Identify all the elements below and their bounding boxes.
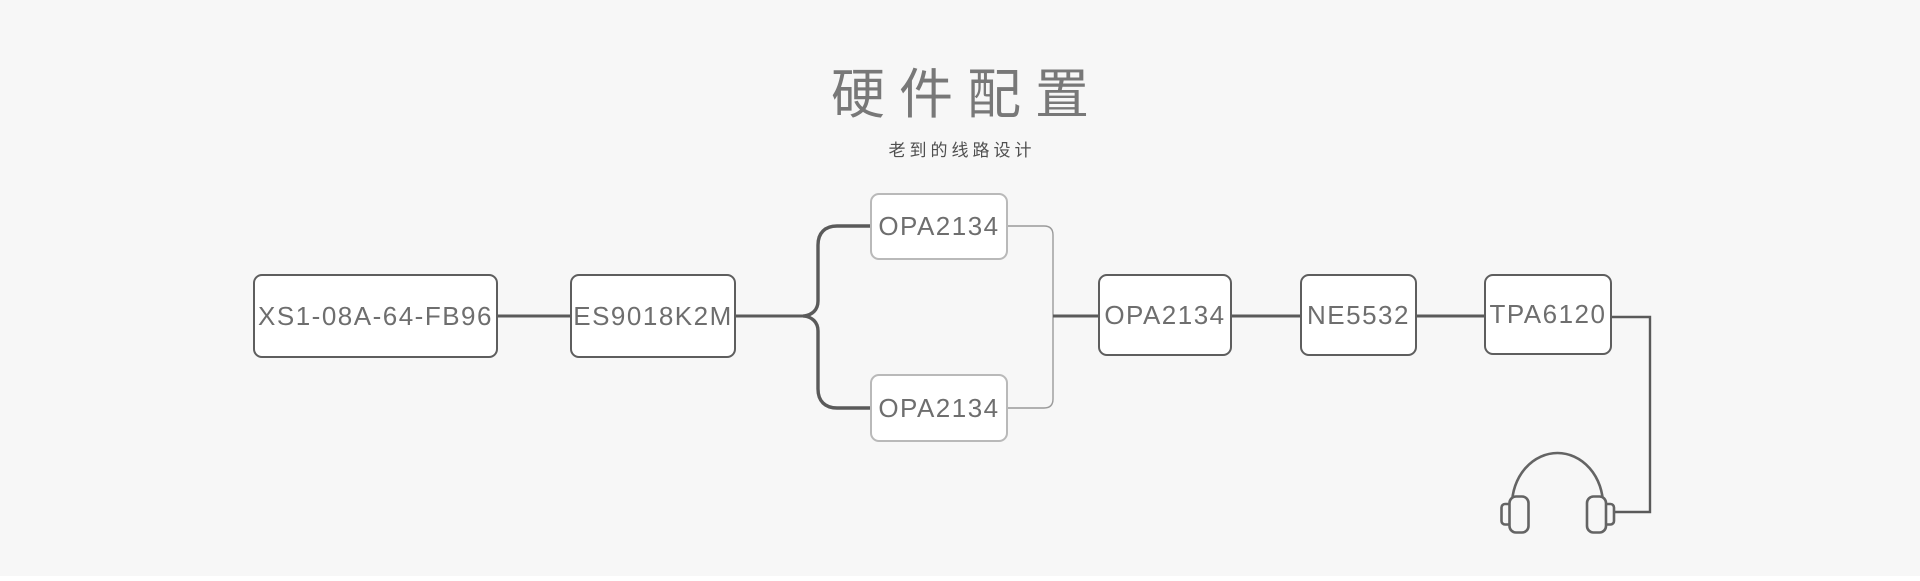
page-subtitle: 老到的线路设计 [888,141,1036,160]
node-opa2134-bottom: OPA2134 [870,374,1008,442]
page-title: 硬件配置 [831,65,1103,125]
node-label: TPA6120 [1489,299,1607,329]
node-opa2134-top: OPA2134 [870,193,1008,260]
bottom-divider [0,576,1920,581]
node-opa2134-sum: OPA2134 [1098,274,1232,356]
node-label: OPA2134 [1104,299,1226,330]
connector-merge-bracket [1008,225,1054,409]
node-xs1-usb-interface: XS1-08A-64-FB96 [253,274,498,358]
node-tpa6120: TPA6120 [1484,274,1612,355]
connector-split-brace-bottom [802,314,872,410]
connector-split-brace-top [802,224,872,318]
node-label: ES9018K2M [573,300,733,331]
node-es9018k2m-dac: ES9018K2M [570,274,736,358]
node-label: OPA2134 [878,392,1000,423]
connector-hp-amp-headphones [1612,315,1652,514]
headphones-left-cup [1508,495,1530,534]
headphones-icon [1500,451,1616,534]
headphones-band [1510,451,1605,506]
headphones-right-cup [1585,495,1608,534]
node-label: XS1-08A-64-FB96 [258,300,493,331]
node-label: OPA2134 [878,211,1000,241]
node-label: NE5532 [1307,299,1410,330]
node-ne5532: NE5532 [1300,274,1417,356]
